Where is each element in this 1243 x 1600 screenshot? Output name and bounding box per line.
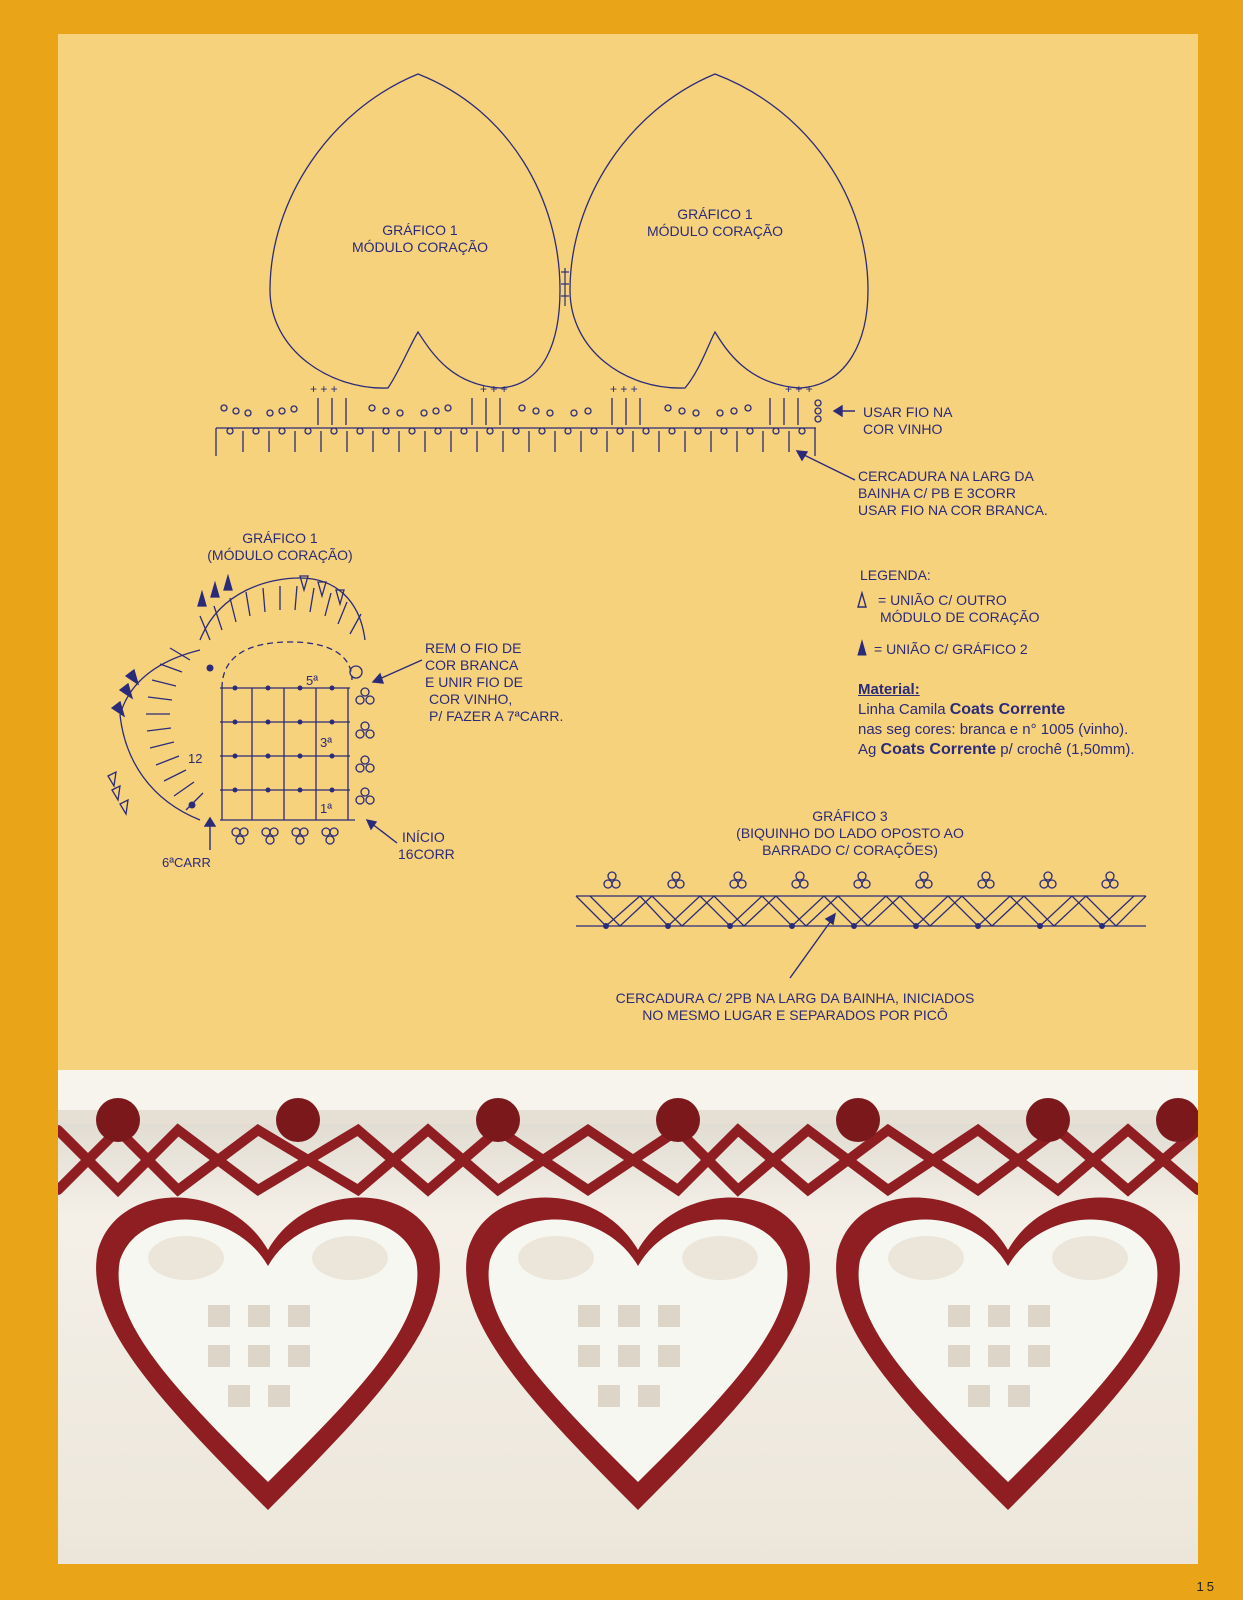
heart-label-left-line2: MÓDULO CORAÇÃO [351, 239, 489, 255]
page-number: 15 [1196, 1579, 1217, 1594]
cercadura-branca-note: CERCADURA NA LARG DA BAINHA C/ PB E 3COR… [858, 468, 1048, 519]
cercadura-branca-line1: CERCADURA NA LARG DA [858, 468, 1034, 484]
finished-edging-photo [58, 1070, 1198, 1564]
chart3-base-dots [603, 923, 1105, 929]
legend-item-outline: = UNIÃO C/ OUTRO MÓDULO DE CORAÇÃO [878, 592, 1039, 626]
rem-fio-note: REM O FIO DE COR BRANCA E UNIR FIO DE CO… [425, 640, 563, 725]
chart1-title-line2: (MÓDULO CORAÇÃO) [207, 547, 353, 563]
cercadura-branca-line2: BAINHA C/ PB E 3CORR [858, 485, 1016, 501]
legend-item-filled: = UNIÃO C/ GRÁFICO 2 [874, 641, 1028, 657]
usar-fio-vinho-line1: USAR FIO NA [863, 404, 953, 420]
material-line1-brand: Coats Corrente [949, 701, 1066, 718]
photo-heart-2 [466, 1197, 810, 1510]
material-line2: nas seg cores: branca e n° 1005 (vinho). [858, 721, 1129, 738]
row-number-3: 3ª [320, 735, 333, 750]
chart3-picots [603, 871, 1119, 889]
legend-outline-triangle [857, 590, 867, 608]
heart-label-left: GRÁFICO 1 MÓDULO CORAÇÃO [330, 222, 510, 256]
heart-label-right-line1: GRÁFICO 1 [677, 206, 753, 222]
join-triangles-filled [110, 573, 233, 718]
usar-fio-vinho-line2: COR VINHO [863, 421, 943, 437]
inicio-line1: INÍCIO [402, 829, 445, 845]
finished-edging-illustration [58, 1070, 1198, 1564]
cercadura-2pb-note: CERCADURA C/ 2PB NA LARG DA BAINHA, INIC… [560, 990, 1030, 1024]
material-line1-prefix: Linha Camila [858, 701, 946, 718]
upper-row [220, 398, 822, 425]
svg-text:+ + +: + + + [610, 382, 638, 396]
usar-fio-vinho-note: USAR FIO NA COR VINHO [863, 404, 952, 438]
row-number-12: 12 [188, 751, 203, 766]
chart3-edging [575, 871, 1147, 929]
row-number-1: 1ª [320, 801, 333, 816]
rem-fio-line2: COR BRANCA [425, 657, 519, 673]
pattern-diagram: + + + + + + + + + + + + [107, 73, 1147, 979]
inicio-line2: 16CORR [398, 846, 455, 862]
inicio-note: INÍCIO 16CORR [398, 829, 455, 863]
annotation-arrows [203, 404, 856, 979]
material-heading: Material: [858, 681, 920, 698]
material-block: Material: Linha Camila Coats Corrente na… [858, 680, 1135, 760]
heart-attach-marks: + + + + + + + + + + + + [310, 382, 813, 396]
chart1-title: GRÁFICO 1 (MÓDULO CORAÇÃO) [180, 530, 380, 564]
heart-outline-left [269, 73, 561, 389]
heart-outline-right [569, 73, 869, 389]
material-line3: Ag Coats Corrente p/ crochê (1,50mm). [858, 740, 1135, 760]
chart3-title-line2: (BIQUINHO DO LADO OPOSTO AO [736, 825, 964, 841]
edging-chart: + + + + + + + + + + + + [215, 382, 822, 456]
outer-arc-left-lower [119, 714, 201, 821]
cercadura-2pb-line2: NO MESMO LUGAR E SEPARADOS POR PICÔ [642, 1007, 948, 1023]
rem-fio-line1: REM O FIO DE [425, 640, 522, 656]
join-triangles-outline [107, 575, 345, 816]
svg-text:+ + +: + + + [785, 382, 813, 396]
radial-stitches-left [146, 647, 204, 811]
chart3-title: GRÁFICO 3 (BIQUINHO DO LADO OPOSTO AO BA… [700, 808, 1000, 859]
rem-fio-line4: COR VINHO, [429, 691, 513, 707]
chart3-title-line1: GRÁFICO 3 [812, 808, 888, 824]
cercadura-branca-line3: USAR FIO NA COR BRANCA. [858, 502, 1048, 518]
material-line3-prefix: Ag [858, 741, 877, 758]
lower-row [215, 427, 816, 456]
row-number-5: 5ª [306, 673, 319, 688]
mesh-grid [220, 687, 355, 821]
rem-fio-line5: P/ FAZER A 7ªCARR. [429, 708, 564, 724]
legend-title: LEGENDA: [860, 567, 931, 583]
grid-nodes [188, 664, 335, 809]
rem-fio-line3: E UNIR FIO DE [425, 674, 524, 690]
picot-clusters-right [349, 665, 375, 805]
heart-label-right: GRÁFICO 1 MÓDULO CORAÇÃO [625, 206, 805, 240]
outer-arc-left [119, 649, 201, 716]
heart-join-stitches [561, 268, 569, 306]
material-line3-brand: Coats Corrente [880, 741, 997, 758]
inner-arc [221, 641, 353, 689]
heart-label-left-line1: GRÁFICO 1 [382, 222, 458, 238]
svg-text:+ + +: + + + [310, 382, 338, 396]
carr6-label: 6ªCARR [162, 855, 211, 870]
legend-filled-triangle [857, 639, 867, 656]
heart-module-chart [107, 573, 375, 845]
legend-item-outline-line2: MÓDULO DE CORAÇÃO [880, 609, 1040, 625]
photo-heart-3 [836, 1197, 1180, 1510]
cercadura-2pb-line1: CERCADURA C/ 2PB NA LARG DA BAINHA, INIC… [615, 990, 975, 1006]
photo-heart-1 [96, 1197, 440, 1510]
svg-text:+ + +: + + + [480, 382, 508, 396]
heart-label-right-line2: MÓDULO CORAÇÃO [646, 223, 784, 239]
legend-item-outline-line1: = UNIÃO C/ OUTRO [878, 592, 1007, 608]
chart1-title-line1: GRÁFICO 1 [242, 530, 318, 546]
material-line3-suffix: p/ crochê (1,50mm). [1000, 741, 1135, 758]
chart3-title-line3: BARRADO C/ CORAÇÕES) [762, 842, 938, 858]
material-line1: Linha Camila Coats Corrente [858, 700, 1135, 720]
radial-stitches-top [199, 585, 362, 641]
picot-clusters-bottom [231, 827, 339, 845]
